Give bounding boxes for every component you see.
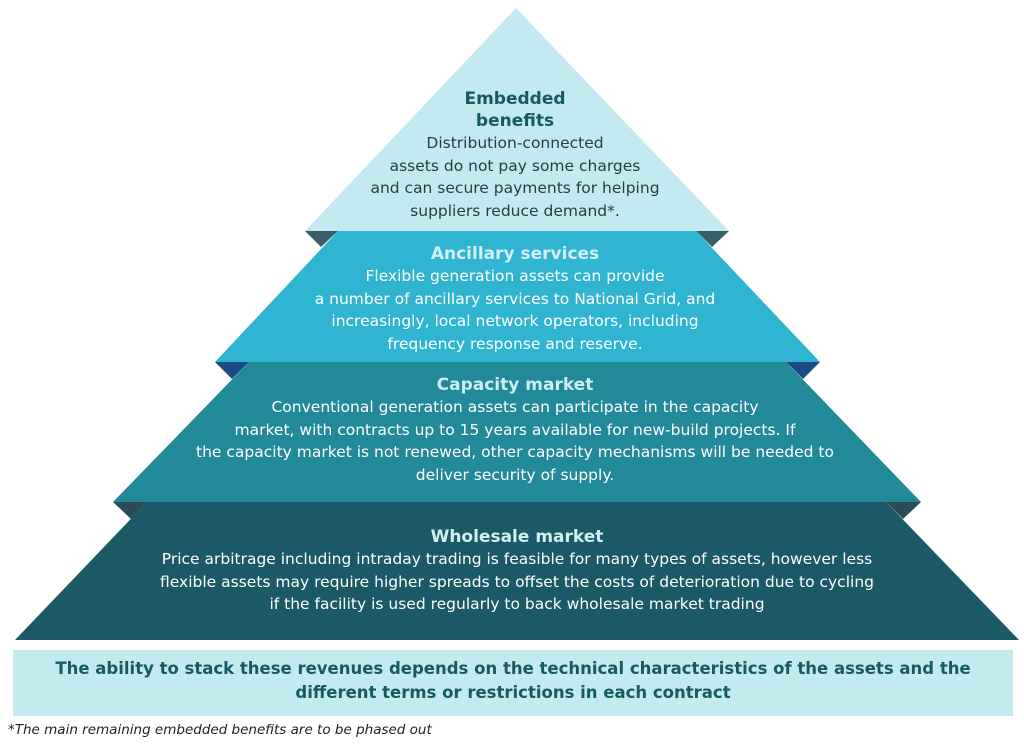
tier-capacity-market-title: Capacity market [436,375,594,395]
summary-line: The ability to stack these revenues depe… [55,659,971,678]
tier-ancillary-services-title: Ancillary services [430,244,600,264]
tier-line: frequency response and reserve. [387,334,643,353]
tier-line: Conventional generation assets can parti… [271,398,759,416]
tier-ancillary-services-ledge-left [215,362,249,379]
tier-line: market, with contracts up to 15 years av… [234,420,796,439]
tier-capacity-market-shape [113,362,921,502]
tier-embedded-benefits-ledge-left [305,231,338,247]
tier-line: Flexible generation assets can provide [365,267,665,285]
pyramid-diagram [15,8,1019,640]
footnote: *The main remaining embedded benefits ar… [8,722,432,738]
tier-line: suppliers reduce demand*. [410,201,620,220]
tier-embedded-benefits-title: Embedded benefits [464,89,566,131]
tier-line: the capacity market is not renewed, othe… [196,443,834,461]
tier-line: increasingly, local network operators, i… [331,312,699,330]
tier-embedded-benefits-text: Embedded benefits Distribution-connected… [360,88,670,222]
summary-line: different terms or restrictions in each … [295,683,731,702]
tier-ancillary-services-shape [215,231,820,362]
tier-line: assets do not pay some charges [389,156,641,175]
tier-line: flexible assets may require higher sprea… [160,572,874,591]
tier-line: Distribution-connected [426,134,604,152]
tier-line: Price arbitrage including intraday tradi… [161,550,873,568]
tier-capacity-market-ledge-left [113,502,147,519]
tier-wholesale-market-text: Wholesale market Price arbitrage includi… [60,526,974,616]
tier-ancillary-services-text: Ancillary services Flexible generation a… [250,243,780,355]
summary-banner: The ability to stack these revenues depe… [13,650,1013,716]
tier-embedded-benefits-shape [305,8,729,231]
tier-line: a number of ancillary services to Nation… [314,289,716,308]
tier-capacity-market-ledge-right [886,502,921,519]
tier-capacity-market-text: Capacity market Conventional generation … [150,374,880,486]
tier-line: and can secure payments for helping [370,179,660,197]
tier-wholesale-market-shape [15,502,1019,640]
tier-wholesale-market-title: Wholesale market [430,527,604,547]
tier-ancillary-services-ledge-right [786,362,820,379]
tier-line: if the facility is used regularly to bac… [269,595,765,613]
tier-line: deliver security of supply. [415,465,615,484]
tier-embedded-benefits-ledge-right [696,231,729,247]
